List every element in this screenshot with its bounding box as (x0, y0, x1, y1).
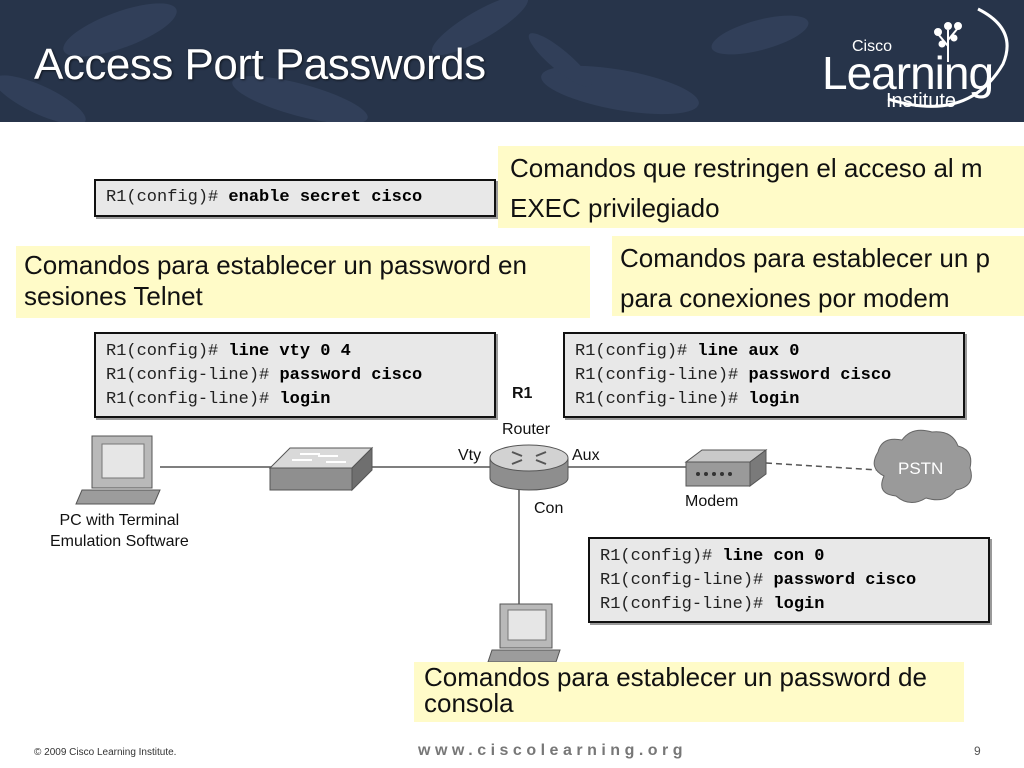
command-box-con: R1(config)# line con 0 R1(config-line)# … (588, 537, 990, 623)
command-text: enable secret cisco (228, 188, 423, 207)
command-line: R1(config)# line con 0 (600, 545, 988, 569)
command-line: R1(config)# line vty 0 4 (106, 340, 494, 364)
callout-modem: Comandos para establecer un p para conex… (612, 236, 1024, 316)
command-prompt: R1(config-line)# (575, 366, 749, 385)
command-prompt: R1(config)# (106, 342, 229, 361)
command-text: login (748, 390, 800, 409)
link-modem-pstn (765, 462, 879, 471)
header-texture (0, 0, 809, 122)
tree-icon (934, 22, 962, 62)
command-prompt: R1(config)# (600, 547, 723, 566)
callout-modem-line2: para conexiones por modem (620, 283, 950, 313)
command-prompt: R1(config-line)# (106, 366, 280, 385)
command-text: line vty 0 4 (228, 342, 351, 361)
con-port-label: Con (534, 500, 564, 517)
command-text: password cisco (748, 366, 892, 385)
switch-icon (268, 446, 374, 492)
slide-title: Access Port Passwords (34, 40, 486, 89)
pstn-cloud-icon (873, 429, 972, 503)
command-line: R1(config-line)# login (575, 388, 963, 412)
callout-privileged-exec-line1: Comandos que restringen el acceso al m (510, 153, 983, 183)
page-number: 9 (974, 744, 981, 758)
console-pc-icon (487, 603, 561, 663)
command-text: password cisco (279, 366, 423, 385)
command-text: line con 0 (722, 547, 825, 566)
command-box-enable: R1(config)# enable secret cisco (94, 179, 496, 217)
aux-port-label: Aux (572, 447, 600, 464)
website-url: www.ciscolearning.org (418, 742, 688, 759)
modem-icon (684, 449, 768, 487)
command-line: R1(config-line)# login (600, 593, 988, 617)
command-line: R1(config-line)# password cisco (106, 364, 494, 388)
callout-privileged-exec: Comandos que restringen el acceso al m E… (498, 146, 1024, 228)
command-text: password cisco (773, 571, 917, 590)
pc-label-line1: PC with Terminal (59, 512, 180, 529)
command-box-vty: R1(config)# line vty 0 4 R1(config-line)… (94, 332, 496, 418)
command-text: line aux 0 (697, 342, 800, 361)
pc-label: PC with Terminal Emulation Software (50, 510, 189, 552)
router-label: Router (502, 421, 551, 438)
command-line: R1(config)# line aux 0 (575, 340, 963, 364)
router-icon (489, 444, 569, 491)
command-line: R1(config-line)# password cisco (575, 364, 963, 388)
modem-label: Modem (685, 493, 739, 510)
logo-learning-text: Learning (822, 47, 994, 99)
logo-institute-text: Institute (886, 90, 957, 112)
command-prompt: R1(config-line)# (106, 390, 280, 409)
copyright-text: © 2009 Cisco Learning Institute. (34, 747, 177, 758)
pc-terminal-icon (75, 435, 161, 505)
command-line: R1(config-line)# password cisco (600, 569, 988, 593)
command-prompt: R1(config-line)# (575, 390, 749, 409)
command-prompt: R1(config-line)# (600, 571, 774, 590)
command-text: login (279, 390, 331, 409)
callout-telnet: Comandos para establecer un password en … (16, 246, 590, 318)
command-prompt: R1(config)# (106, 188, 229, 207)
command-prompt: R1(config)# (575, 342, 698, 361)
command-line: R1(config-line)# login (106, 388, 494, 412)
callout-console: Comandos para establecer un password de … (414, 662, 964, 722)
command-text: login (773, 595, 825, 614)
pc-label-line2: Emulation Software (50, 533, 189, 550)
router-name-label: R1 (512, 385, 533, 402)
callout-modem-line1: Comandos para establecer un p (620, 243, 991, 273)
callout-privileged-exec-line2: EXEC privilegiado (510, 193, 720, 223)
logo-cisco-text: Cisco (852, 38, 893, 55)
command-prompt: R1(config-line)# (600, 595, 774, 614)
slide-header: Access Port Passwords (0, 0, 1024, 122)
vty-port-label: Vty (458, 447, 482, 464)
command-box-aux: R1(config)# line aux 0 R1(config-line)# … (563, 332, 965, 418)
pstn-label: PSTN (898, 459, 944, 478)
cisco-learning-institute-logo (887, 7, 1009, 108)
command-line: R1(config)# enable secret cisco (106, 186, 494, 210)
